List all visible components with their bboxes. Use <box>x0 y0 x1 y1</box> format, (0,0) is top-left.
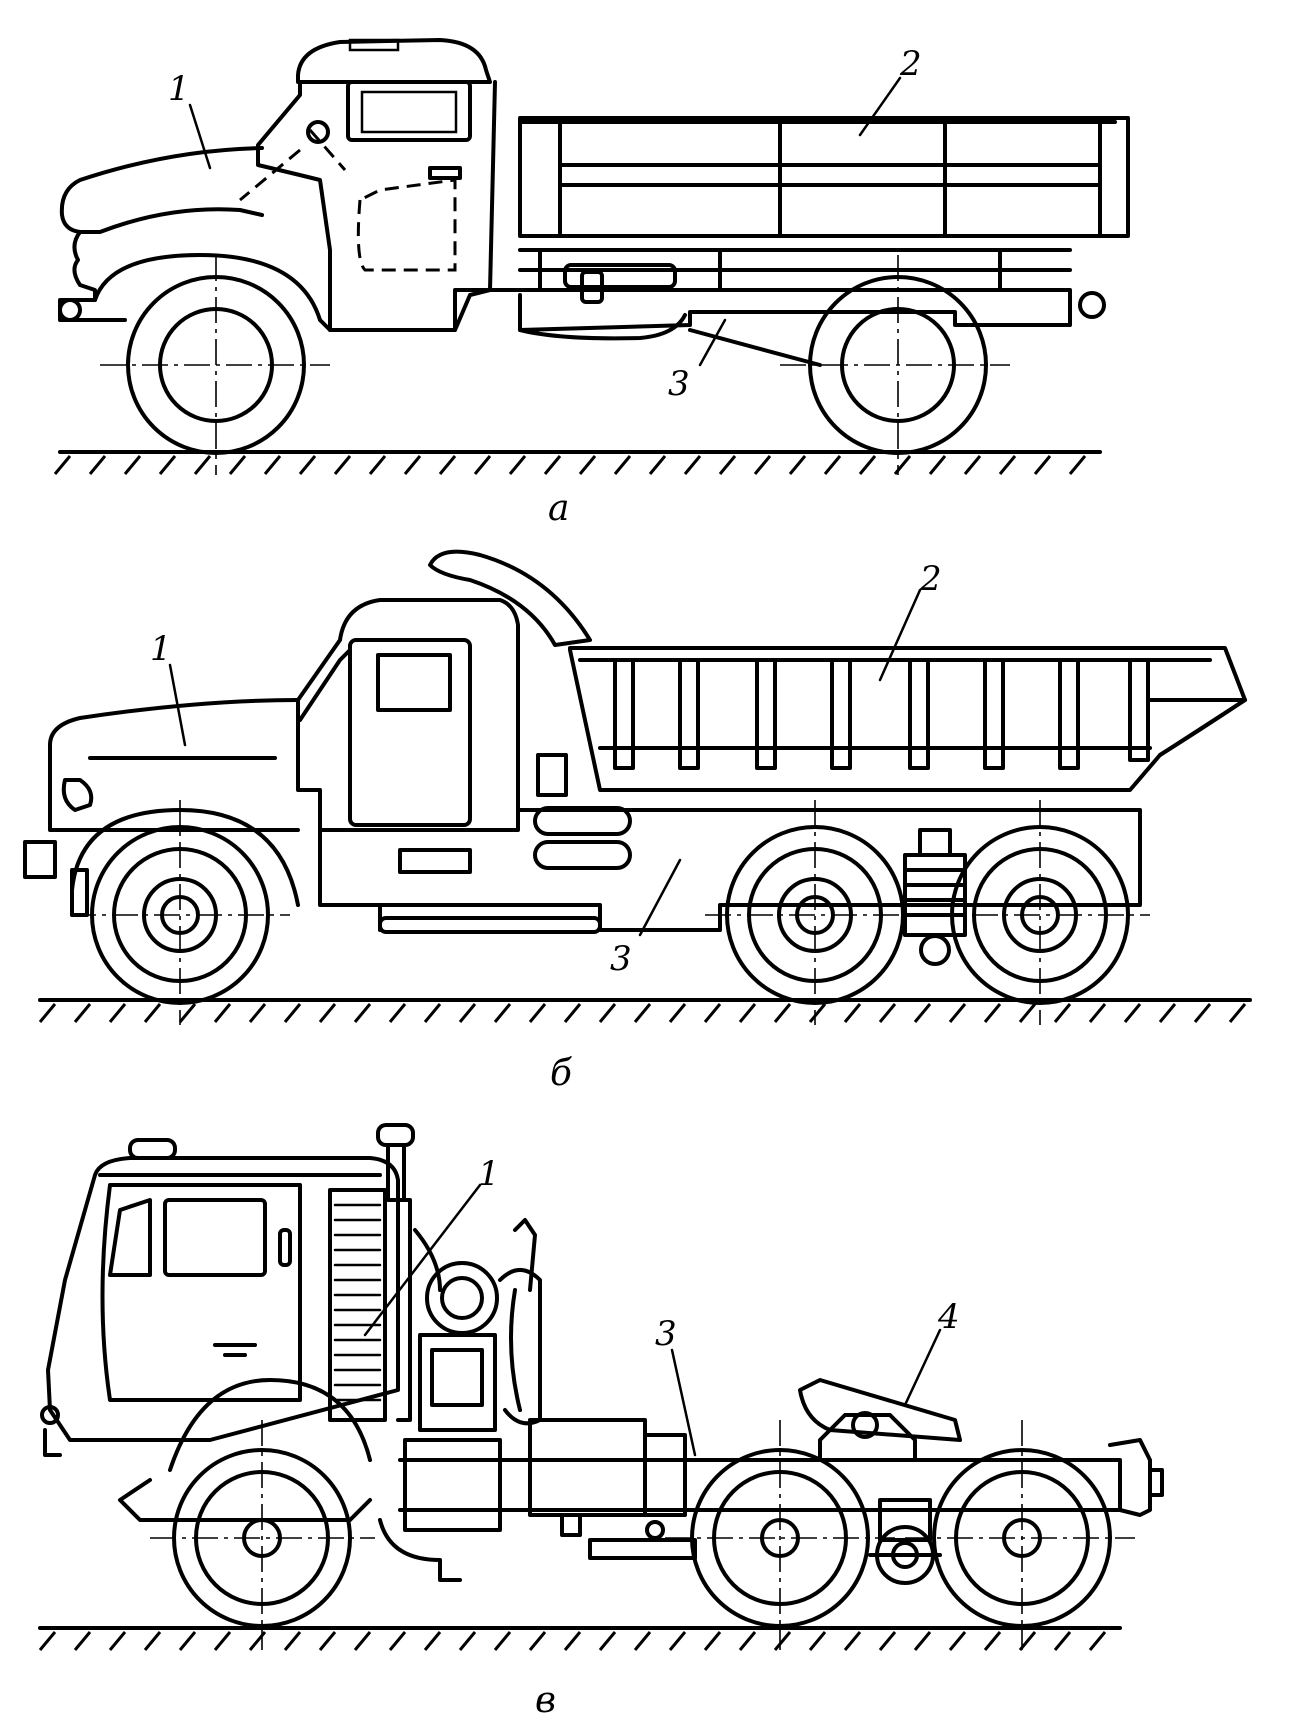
figure-a-label-engine: 1 <box>168 69 190 109</box>
figure-a-label-frame: 3 <box>668 364 690 404</box>
figure-a-rear-hook <box>1078 291 1106 319</box>
figure-c-label-frame: 3 <box>655 1314 677 1354</box>
figure-c-engine <box>396 1198 542 1432</box>
figure-c-fuel-tank <box>528 1418 647 1517</box>
figure-a-cargo-body <box>518 116 1130 292</box>
figure-c-door-latch <box>213 1343 257 1357</box>
figure-a-leader-2 <box>858 76 902 137</box>
figure-c-fifth-wheel <box>798 1378 962 1462</box>
figure-a-cab <box>256 80 497 332</box>
figure-b-cab-guard <box>428 549 592 647</box>
figure-c-cab-door <box>100 1183 302 1402</box>
figure-b-cab-door <box>348 638 472 827</box>
figure-c-battery-box <box>643 1433 687 1517</box>
figure-b-tailgate <box>1148 698 1247 757</box>
figure-b-leader-3 <box>638 858 682 937</box>
figure-a-leader-3 <box>698 318 727 367</box>
figure-a-fuel-tank <box>518 293 687 341</box>
figure-b-step <box>398 848 472 874</box>
figure-c-tow-hook <box>43 1428 62 1457</box>
figure-c-frame <box>398 1458 1122 1512</box>
figure-b-dump-body <box>568 646 1247 792</box>
figure-a-front-hook <box>58 298 82 322</box>
figure-c-headlight <box>40 1405 60 1425</box>
figure-b-rear-wheel-1 <box>705 800 925 1025</box>
figure-c-cab <box>46 1156 400 1442</box>
figure-a-leader-1 <box>188 103 212 170</box>
figure-b-front-wheel <box>70 800 290 1025</box>
figure-b-leader-2 <box>878 588 922 682</box>
figure-a-front-fender <box>93 253 332 332</box>
figure-c-door-handle-vertical <box>278 1228 292 1267</box>
figure-c-bolt <box>645 1520 665 1540</box>
figure-b-bumper <box>23 840 57 879</box>
figure-b-leader-1 <box>168 663 187 747</box>
figure-c-rear-wheel-1 <box>665 1420 895 1650</box>
figure-b-label-engine: 1 <box>150 629 172 669</box>
figure-c-radiator-grille <box>328 1188 387 1422</box>
figure-c-rear-wheel-2 <box>905 1420 1135 1650</box>
figure-b-cab-window <box>376 653 452 712</box>
figure-a-front-wheel <box>100 255 330 475</box>
figure-b-vent-1 <box>533 806 632 836</box>
figure-c-air-tank <box>403 1438 502 1532</box>
figure-a-mirror <box>306 120 330 144</box>
figure-c-tractor-unit: 1 3 4 в <box>38 1123 1164 1721</box>
figure-a-rear-wheel <box>780 255 1010 475</box>
figure-b-label-body: 2 <box>919 559 942 599</box>
figure-c-ground <box>38 1626 1122 1651</box>
figure-c-front-frame <box>118 1478 372 1522</box>
figure-b-hood <box>48 698 300 832</box>
figure-a-hood <box>59 146 264 234</box>
figure-a-spring <box>688 328 822 367</box>
figure-b-hydraulic <box>536 753 568 797</box>
figure-a-ground <box>53 450 1102 475</box>
figure-c-step <box>588 1538 697 1560</box>
figure-c-rear-pin <box>1148 1468 1164 1497</box>
figure-c-rear-coupling <box>1108 1438 1152 1517</box>
figure-c-exhaust-down <box>378 1518 462 1582</box>
figure-c-leader-1 <box>363 1183 482 1337</box>
figure-c-leader-3 <box>670 1348 697 1457</box>
figure-c-exhaust-cap <box>376 1123 415 1147</box>
figure-a-cab-window-inner <box>360 90 458 134</box>
figure-c-front-fender <box>168 1378 372 1472</box>
figure-c-vent-window <box>108 1198 152 1277</box>
figure-a-cab-roof <box>296 38 492 84</box>
figure-b-dump-truck: 1 2 3 б <box>23 549 1252 1094</box>
figure-c-bracket <box>560 1513 582 1537</box>
figure-a-roof-vent <box>348 38 400 52</box>
figure-c-label-fifth-wheel: 4 <box>937 1297 960 1337</box>
figure-a-caption: а <box>548 488 569 529</box>
figure-a-battery-box <box>563 263 677 289</box>
figure-a-grille <box>58 230 127 322</box>
figure-c-cab-window <box>163 1198 267 1277</box>
figure-b-cab <box>296 598 520 832</box>
figure-a-cab-window <box>346 80 472 142</box>
figure-c-label-engine: 1 <box>478 1154 500 1194</box>
figure-c-caption: в <box>535 1680 556 1721</box>
figure-b-body-ribs <box>613 658 1150 770</box>
figure-b-frame <box>318 808 1142 932</box>
figure-b-ground <box>38 998 1252 1023</box>
figure-c-leader-4 <box>903 1328 942 1407</box>
figure-a-door-handle <box>428 166 462 180</box>
figure-a-door-outline <box>356 178 457 272</box>
figure-b-windshield <box>298 648 352 722</box>
figure-c-rear-suspension <box>868 1498 942 1585</box>
figure-a-steering <box>239 129 347 202</box>
figure-b-label-frame: 3 <box>610 939 632 979</box>
figure-a-flatbed-truck: 1 2 3 а <box>53 38 1130 529</box>
figure-b-sill <box>378 916 602 934</box>
figure-b-headlight <box>61 778 94 812</box>
figure-c-front-wheel <box>150 1420 375 1650</box>
figure-b-caption: б <box>550 1053 573 1094</box>
figure-b-rear-wheel-2 <box>930 800 1150 1025</box>
figure-a-frame <box>453 288 1072 332</box>
figure-b-vent-2 <box>533 840 632 870</box>
figure-c-roof-light <box>128 1138 177 1160</box>
figure-a-label-body: 2 <box>899 44 922 84</box>
